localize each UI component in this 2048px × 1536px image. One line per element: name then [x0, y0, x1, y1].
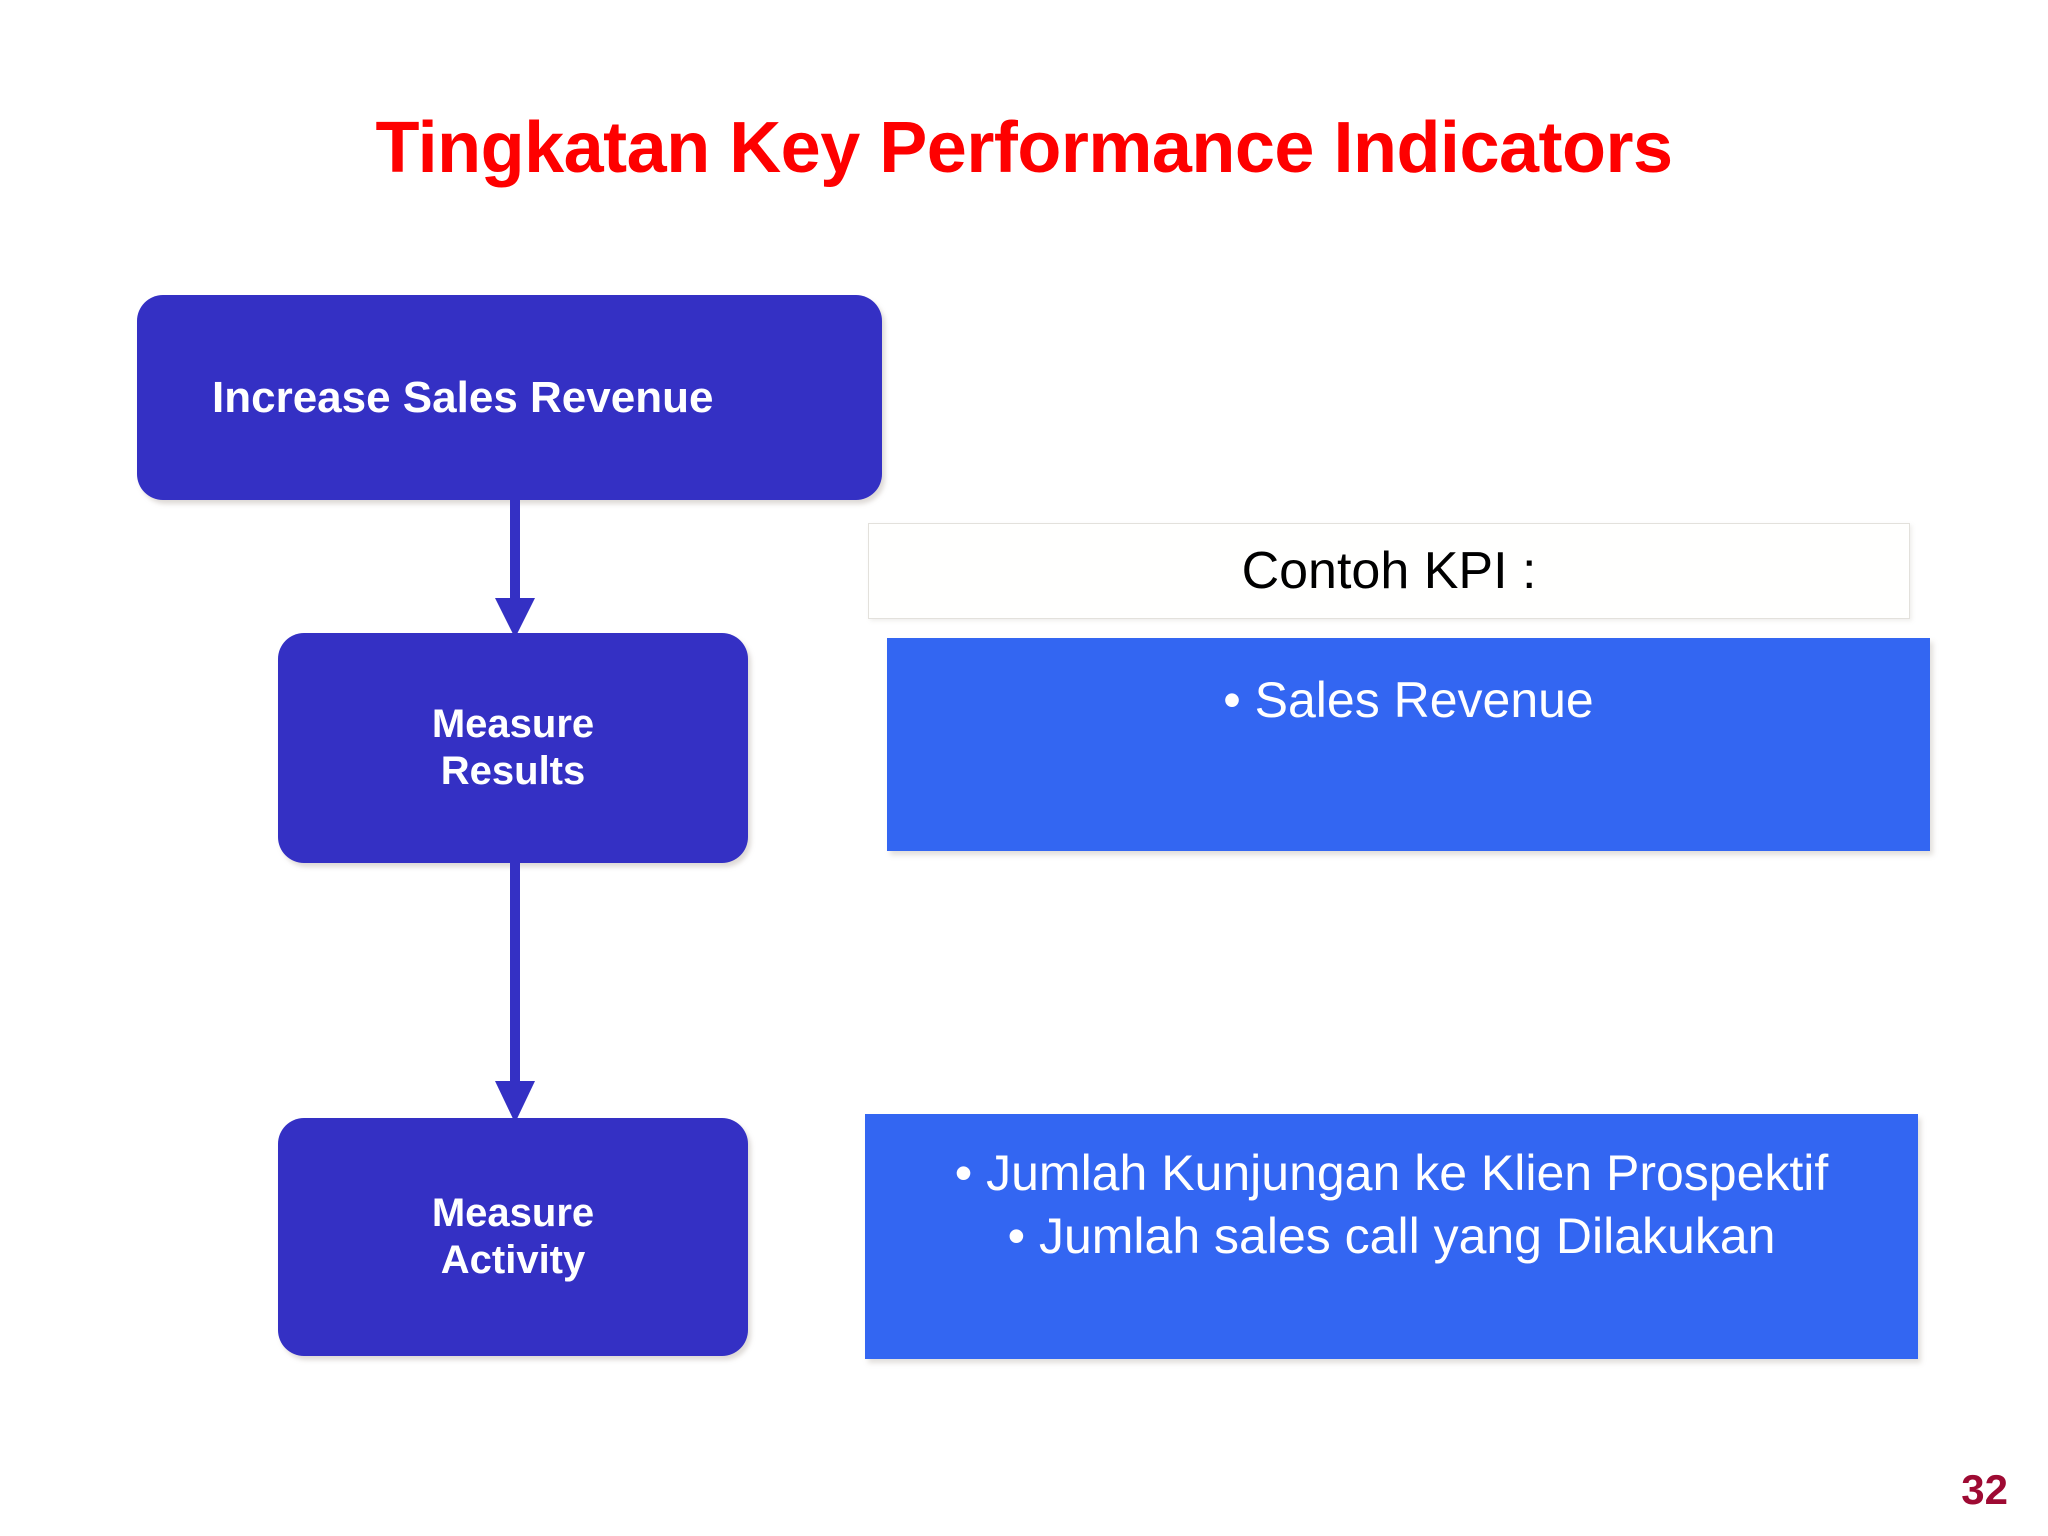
kpi-panel-results: • Sales Revenue — [887, 638, 1930, 851]
flow-box-label: Increase Sales Revenue — [212, 372, 714, 422]
page-title: Tingkatan Key Performance Indicators — [375, 108, 1673, 188]
flow-box-label: Measure Activity — [431, 1190, 595, 1282]
flow-box-measure-results[interactable]: Measure Results — [278, 633, 748, 863]
page-number: 32 — [1961, 1466, 2008, 1513]
kpi-bullet-line: • Jumlah Kunjungan ke Klien Prospektif — [954, 1145, 1829, 1201]
arrow-down-icon — [489, 498, 541, 638]
kpi-bullet-line: • Sales Revenue — [1223, 672, 1594, 728]
flow-box-measure-activity[interactable]: Measure Activity — [278, 1118, 748, 1356]
kpi-examples-header: Contoh KPI : — [868, 523, 1910, 619]
kpi-examples-header-label: Contoh KPI : — [1241, 542, 1537, 600]
arrow-down-icon — [489, 861, 541, 1123]
flow-box-label: Measure Results — [431, 701, 595, 793]
kpi-panel-activity: • Jumlah Kunjungan ke Klien Prospektif •… — [865, 1114, 1918, 1359]
flow-box-increase-sales-revenue[interactable]: Increase Sales Revenue — [137, 295, 882, 500]
kpi-bullet-line: • Jumlah sales call yang Dilakukan — [1007, 1208, 1776, 1264]
